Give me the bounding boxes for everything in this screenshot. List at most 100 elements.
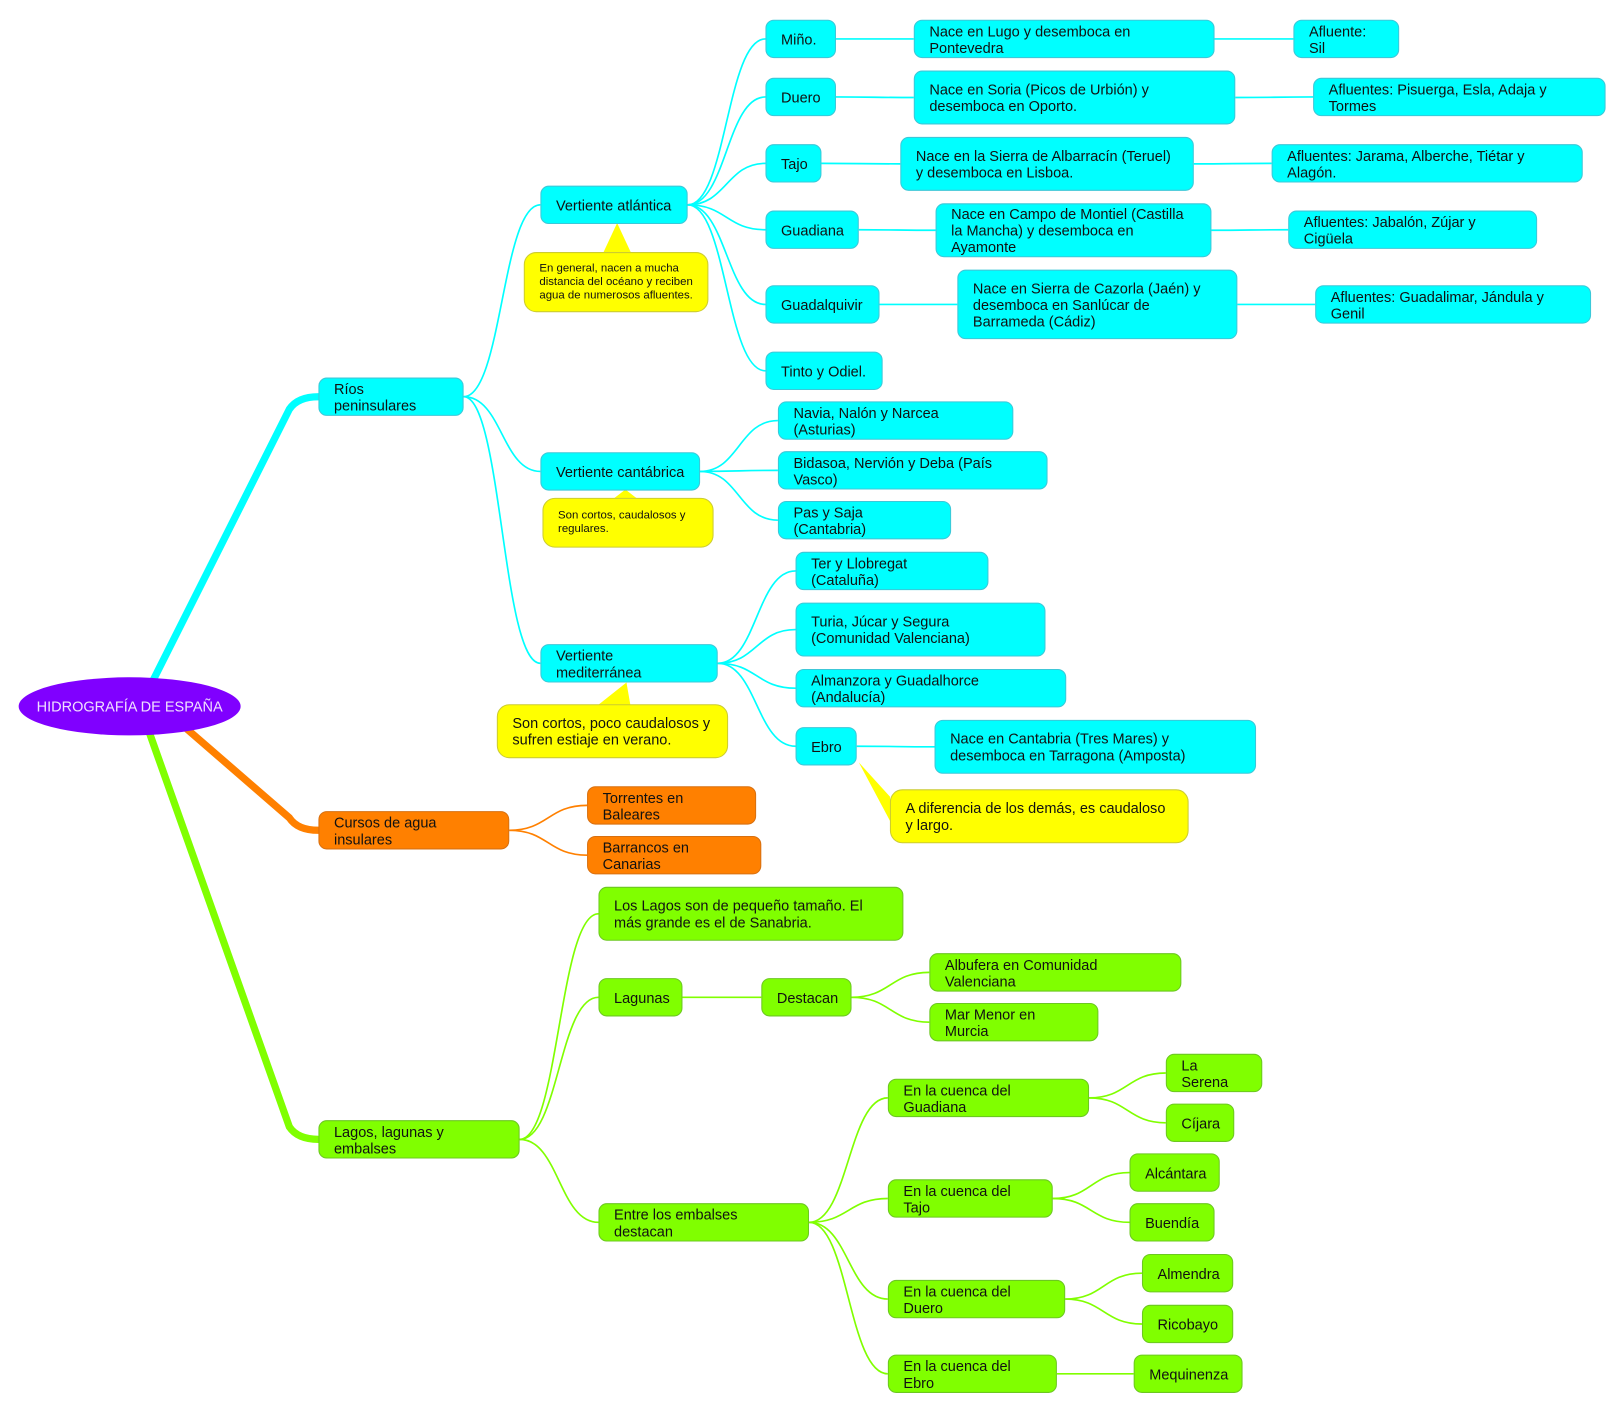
node-embalses[interactable]: Entre los embalses destacan (598, 1203, 810, 1242)
node-guadalquivir[interactable]: Guadalquivir (765, 285, 880, 324)
node-guadiana-nace[interactable]: Nace en Campo de Montiel (Castilla la Ma… (935, 203, 1212, 258)
node-guadiana-afluentes[interactable]: Afluentes: Jabalón, Zújar y Cigüela (1288, 210, 1538, 249)
node-tajo-afluentes[interactable]: Afluentes: Jarama, Alberche, Tiétar y Al… (1271, 144, 1583, 183)
connector-atl-guadalq (687, 204, 766, 306)
node-torrentes[interactable]: Torrentes en Baleares (587, 786, 757, 825)
node-turia[interactable]: Turia, Júcar y Segura (Comunidad Valenci… (795, 602, 1046, 657)
node-ter-llobregat[interactable]: Ter y Llobregat (Cataluña) (795, 551, 989, 591)
connector-destacan-mar (851, 996, 930, 1023)
node-mino[interactable]: Miño. (765, 19, 836, 59)
connector-med-ter (717, 570, 796, 665)
node-ebro[interactable]: Ebro (795, 727, 857, 766)
connector-root-lagos (136, 702, 323, 1143)
connector-lagos-embalses (519, 1138, 599, 1224)
note-cantabrica: Son cortos, caudalosos y regulares. (542, 497, 714, 548)
connector-atl-guadiana (687, 204, 766, 231)
node-mino-afluentes[interactable]: Afluente: Sil (1293, 19, 1400, 59)
connector-tajo-tajo_n (821, 162, 901, 165)
node-tinto-odiel[interactable]: Tinto y Odiel. (765, 351, 883, 390)
node-la-serena[interactable]: La Serena (1165, 1053, 1263, 1093)
connector-root-rios (136, 393, 323, 710)
node-barrancos[interactable]: Barrancos en Canarias (587, 835, 762, 875)
connector-med-turia (717, 628, 796, 665)
connector-med-ebro (717, 662, 796, 748)
connector-root-cursos (157, 702, 323, 834)
connector-atl-mino (687, 38, 766, 206)
note-pointer (596, 682, 631, 707)
node-tajo-nace[interactable]: Nace en la Sierra de Albarracín (Teruel)… (900, 136, 1194, 191)
node-vertiente-atlantica[interactable]: Vertiente atlántica (540, 185, 688, 225)
node-mequinenza[interactable]: Mequinenza (1133, 1354, 1243, 1393)
node-cuenca-ebro[interactable]: En la cuenca del Ebro (887, 1354, 1057, 1393)
node-cuenca-tajo[interactable]: En la cuenca del Tajo (887, 1179, 1053, 1218)
connector-cant-navia (700, 419, 778, 473)
node-buendia[interactable]: Buendía (1129, 1203, 1215, 1242)
node-lagos-lagunas-embalses[interactable]: Lagos, lagunas y embalses (318, 1120, 520, 1159)
node-alcantara[interactable]: Alcántara (1129, 1153, 1220, 1192)
connector-embalses-ct (809, 1197, 888, 1224)
node-pas-saja[interactable]: Pas y Saja (Cantabria) (777, 500, 952, 540)
note-pointer (602, 222, 632, 255)
connector-embalses-cg (808, 1097, 888, 1224)
node-tajo[interactable]: Tajo (765, 144, 822, 183)
node-rios-peninsulares[interactable]: Ríos peninsulares (318, 377, 464, 416)
connector-guadiana_n-guadiana_a (1211, 228, 1289, 232)
node-albufera[interactable]: Albufera en Comunidad Valenciana (929, 953, 1182, 992)
connector-embalses-ce (808, 1221, 888, 1375)
node-almanzora[interactable]: Almanzora y Guadalhorce (Andalucía) (795, 668, 1067, 708)
connector-ebro-ebro_n (856, 745, 935, 748)
connector-cg-cijara (1089, 1097, 1166, 1124)
node-destacan[interactable]: Destacan (761, 978, 852, 1017)
node-mar-menor[interactable]: Mar Menor en Murcia (929, 1002, 1099, 1042)
node-cuenca-duero[interactable]: En la cuenca del Duero (887, 1279, 1066, 1319)
connector-atl-tinto (687, 204, 766, 372)
node-mino-nace[interactable]: Nace en Lugo y desemboca en Pontevedra (913, 19, 1215, 59)
connector-ct-buendia (1052, 1197, 1130, 1224)
connector-embalses-cd (809, 1221, 888, 1300)
connector-atl-tajo (687, 162, 766, 206)
root-node[interactable]: HIDROGRAFÍA DE ESPAÑA (18, 677, 241, 736)
node-bidasoa[interactable]: Bidasoa, Nervión y Deba (País Vasco) (777, 451, 1048, 490)
connector-cant-bidasoa (700, 469, 778, 473)
connector-cant-pas (700, 470, 778, 521)
node-cijara[interactable]: Cíjara (1165, 1103, 1235, 1142)
node-guadalquivir-afluentes[interactable]: Afluentes: Guadalimar, Jándula y Genil (1315, 285, 1592, 324)
connector-cd-almendra (1065, 1272, 1142, 1300)
node-lagos-info[interactable]: Los Lagos son de pequeño tamaño. El más … (598, 886, 904, 941)
connector-med-almanzora (717, 662, 796, 690)
connector-rios-cant (463, 395, 541, 473)
node-lagunas[interactable]: Lagunas (598, 978, 683, 1017)
connector-duero_n-duero_a (1235, 96, 1314, 99)
connector-tajo_n-tajo_a (1193, 162, 1272, 165)
node-navia[interactable]: Navia, Nalón y Narcea (Asturias) (777, 401, 1014, 440)
node-guadiana[interactable]: Guadiana (765, 210, 859, 249)
connector-duero-duero_n (835, 96, 914, 99)
connector-cg-serena (1089, 1072, 1166, 1099)
node-vertiente-cantabrica[interactable]: Vertiente cantábrica (540, 452, 701, 491)
node-ricobayo[interactable]: Ricobayo (1141, 1304, 1234, 1344)
node-guadalquivir-nace[interactable]: Nace en Sierra de Cazorla (Jaén) y desem… (957, 269, 1238, 340)
node-cursos-insulares[interactable]: Cursos de agua insulares (318, 811, 510, 850)
connector-rios-med (463, 395, 541, 665)
note-mediterranea: Son cortos, poco caudalosos y sufren est… (496, 704, 729, 759)
node-duero-afluentes[interactable]: Afluentes: Pisuerga, Esla, Adaja y Torme… (1313, 77, 1606, 117)
connector-cursos-barrancos (509, 829, 588, 857)
connector-cd-ricobayo (1065, 1298, 1142, 1325)
node-almendra[interactable]: Almendra (1141, 1253, 1234, 1293)
note-pointer (858, 762, 892, 825)
note-ebro: A diferencia de los demás, es caudaloso … (889, 789, 1189, 844)
note-atlantica: En general, nacen a mucha distancia del … (523, 252, 709, 313)
node-vertiente-mediterranea[interactable]: Vertiente mediterránea (540, 644, 718, 683)
connector-guadiana-guadiana_n (858, 228, 936, 232)
node-ebro-nace[interactable]: Nace en Cantabria (Tres Mares) y desembo… (934, 719, 1257, 774)
connector-rios-atl (463, 204, 541, 398)
node-duero-nace[interactable]: Nace en Soria (Picos de Urbión) y desemb… (913, 70, 1236, 125)
node-cuenca-guadiana[interactable]: En la cuenca del Guadiana (887, 1078, 1090, 1118)
connector-ct-alcantara (1052, 1171, 1130, 1200)
node-duero[interactable]: Duero (765, 77, 836, 117)
connector-destacan-albufera (851, 971, 930, 999)
note-pointer (611, 489, 639, 500)
connector-lagos-lagunas (519, 996, 599, 1141)
